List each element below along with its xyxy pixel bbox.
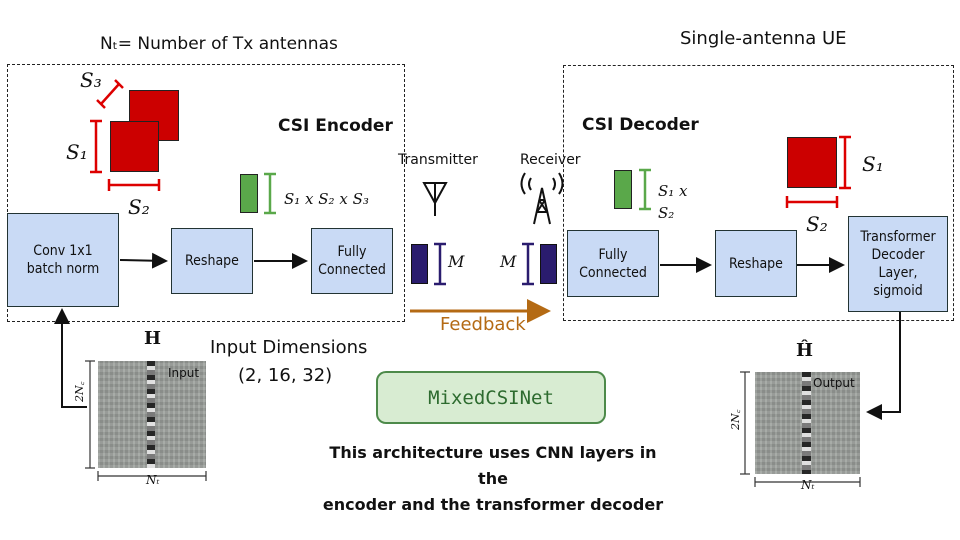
arrow-input-to-conv	[54, 308, 87, 408]
decoder-feature-map	[787, 137, 837, 188]
decoder-vector-label-2: S₂	[658, 204, 675, 222]
encoder-container	[7, 64, 405, 322]
decoder-s1-label: S₁	[862, 152, 884, 176]
decoder-reshape-block: Reshape	[715, 230, 797, 297]
arrow-transformer-to-output	[866, 312, 901, 420]
transmitter-antenna-icon	[422, 182, 448, 216]
nt-definition: Nₜ= Number of Tx antennas	[100, 34, 338, 54]
output-cols-label: Nₜ	[801, 478, 815, 492]
decoder-vector-label-1: S₁ x	[658, 182, 688, 200]
input-csi-matrix	[98, 361, 206, 468]
architecture-description: This architecture uses CNN layers in the…	[322, 443, 664, 514]
feedback-label: Feedback	[440, 314, 526, 335]
output-image-label: Output	[813, 376, 855, 390]
input-image-label: Input	[168, 366, 200, 380]
input-dims-title: Input Dimensions	[210, 337, 368, 358]
decoder-title: CSI Decoder	[582, 115, 699, 135]
output-rows-label: 2N꜀	[729, 409, 742, 430]
decoder-container	[563, 65, 954, 321]
s3-label: S₃	[80, 68, 102, 92]
m-label-tx: M	[448, 252, 465, 271]
decoder-flat-vector	[614, 170, 632, 209]
encoder-flat-vector	[240, 174, 258, 213]
codeword-tx	[411, 244, 428, 284]
output-csi-matrix	[755, 372, 860, 474]
encoder-reshape-block: Reshape	[171, 228, 253, 294]
m-label-rx: M	[500, 252, 517, 271]
decoder-s2-label: S₂	[806, 212, 828, 236]
s2-label: S₂	[128, 195, 150, 219]
codeword-rx	[540, 244, 557, 284]
input-dims-value: (2, 16, 32)	[238, 365, 333, 386]
receiver-label: Receiver	[520, 152, 581, 168]
output-symbol: Ĥ	[796, 340, 814, 361]
receiver-tower-icon	[520, 172, 564, 225]
arrow-conv-to-reshape	[119, 252, 168, 269]
input-rows-label: 2N꜀	[73, 381, 86, 402]
input-symbol: H	[144, 328, 162, 349]
feature-map-front	[110, 121, 159, 172]
s1-label: S₁	[66, 140, 88, 164]
encoder-title: CSI Encoder	[278, 116, 393, 136]
transmitter-label: Transmitter	[398, 152, 478, 168]
input-cols-label: Nₜ	[146, 473, 160, 487]
encoder-vector-label: S₁ x S₂ x S₃	[284, 190, 369, 208]
model-name-badge: MixedCSINet	[376, 371, 606, 424]
ue-title: Single-antenna UE	[680, 28, 847, 49]
